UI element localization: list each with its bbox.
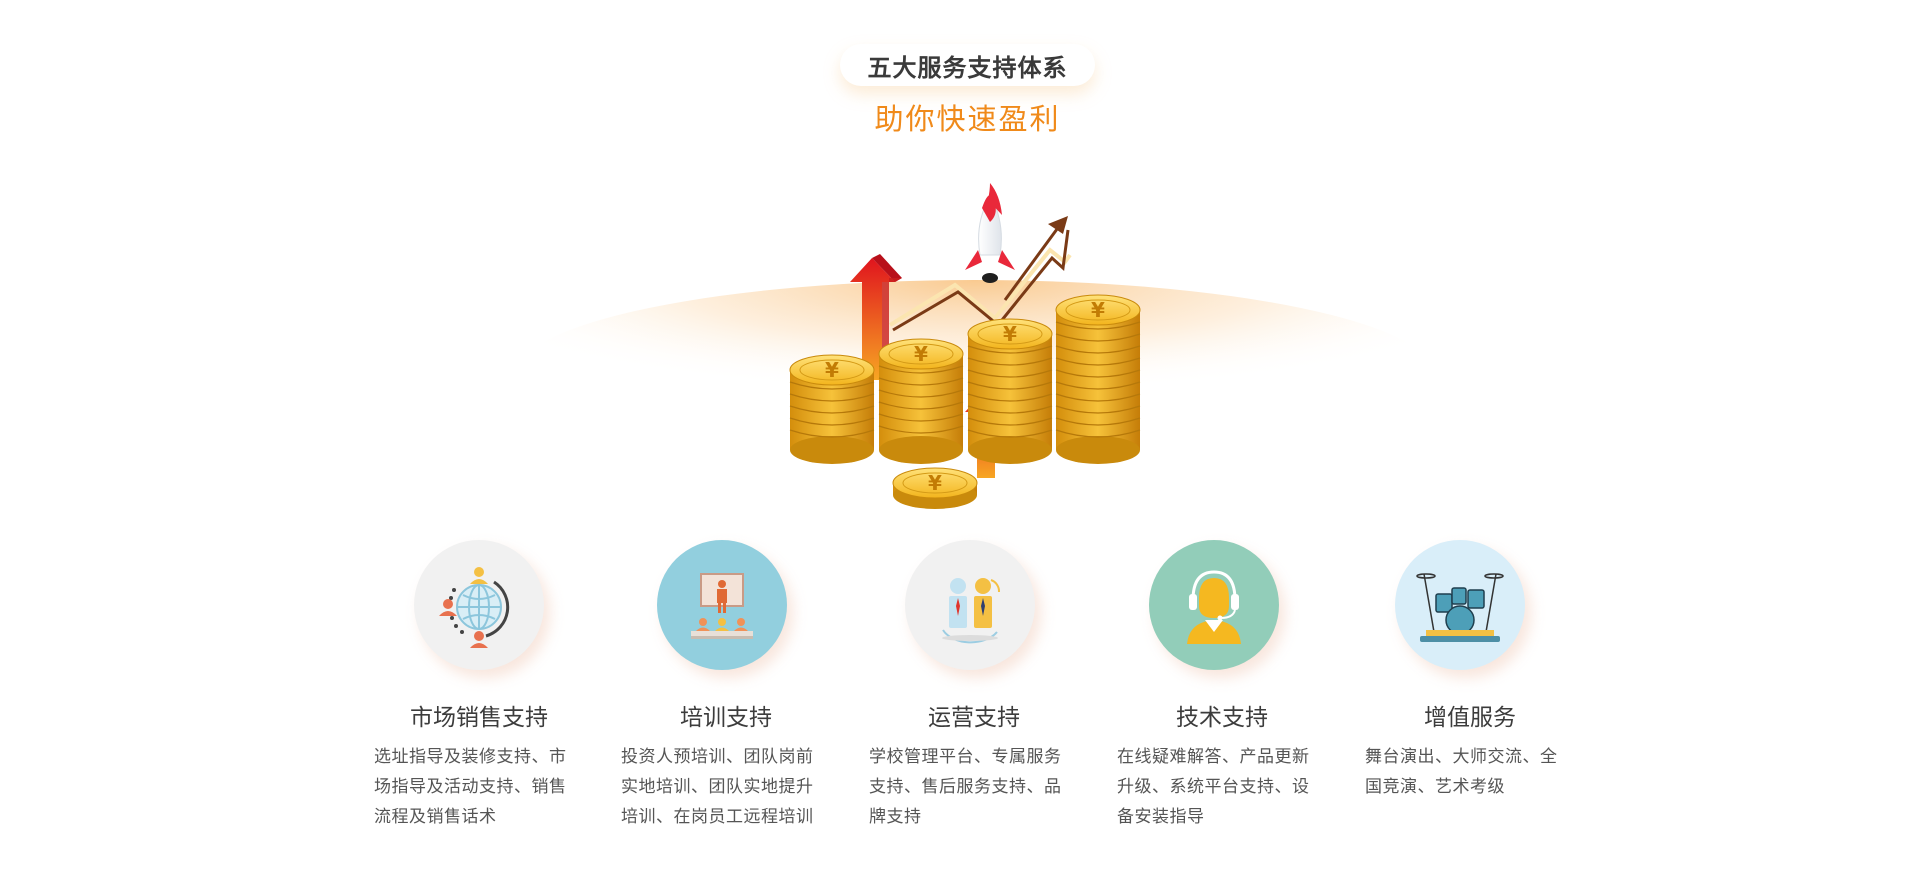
service-title: 增值服务 [1424,705,1516,731]
svg-text:¥: ¥ [825,358,839,382]
section-title: 五大服务支持体系 [840,44,1095,86]
section-title-text: 五大服务支持体系 [867,53,1068,82]
service-title: 市场销售支持 [410,705,548,731]
service-title: 运营支持 [928,705,1020,731]
headset-support-icon [1187,570,1241,644]
svg-text:¥: ¥ [1003,322,1017,346]
service-description: 舞台演出、大师交流、全国竞演、艺术考级 [1365,747,1558,797]
service-title: 技术支持 [1176,705,1268,731]
hero-illustration: ¥ ¥ [515,183,1435,509]
service-icon-circle [905,540,1035,670]
service-description: 在线疑难解答、产品更新升级、系统平台支持、设备安装指导 [1117,747,1310,827]
operations-people-icon [942,578,1000,644]
rocket-icon [965,183,1015,283]
coin-stack-icon: ¥ ¥ [789,294,1141,509]
service-icon-circle [657,540,787,670]
section-subtitle: 助你快速盈利 [874,102,1061,136]
svg-text:¥: ¥ [914,342,928,366]
svg-text:¥: ¥ [1091,298,1105,322]
drum-kit-icon [1416,573,1504,642]
training-presenter-icon [691,573,753,639]
service-icon-circle [1149,540,1279,670]
service-description: 学校管理平台、专属服务支持、售后服务支持、品牌支持 [869,747,1062,827]
growth-arrow-icon [888,216,1072,332]
globe-network-icon [439,567,510,648]
svg-text:¥: ¥ [928,471,942,495]
service-icon-circle [414,540,544,670]
service-description: 选址指导及装修支持、市场指导及活动支持、销售流程及销售话术 [374,747,567,827]
service-description: 投资人预培训、团队岗前实地培训、团队实地提升培训、在岗员工远程培训 [621,747,814,827]
service-icon-circle [1395,540,1525,670]
service-title: 培训支持 [680,705,772,731]
